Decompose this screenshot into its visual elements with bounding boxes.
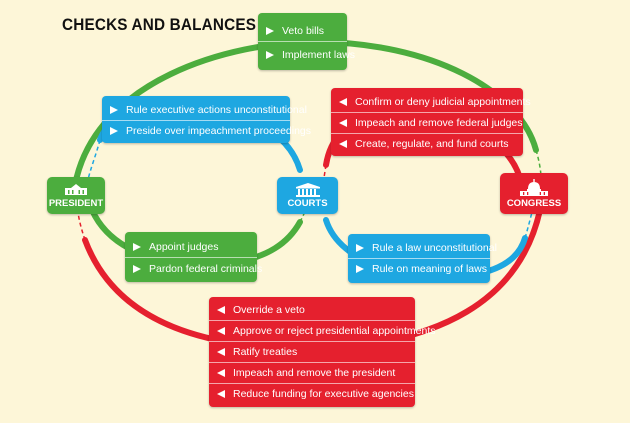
list-item: Appoint judges: [125, 237, 257, 257]
divider: [209, 341, 415, 342]
divider: [331, 112, 523, 113]
arrow-right-icon: [110, 127, 118, 135]
list-item: Create, regulate, and fund courts: [331, 134, 523, 154]
list-item: Impeach and remove federal judges: [331, 113, 523, 133]
arrow-right-icon: [133, 243, 141, 251]
divider: [209, 362, 415, 363]
congress-label: CONGRESS: [506, 198, 562, 209]
capitol-dome-icon: [520, 179, 548, 196]
president-on-congress-box: Veto bills Implement laws: [258, 13, 355, 70]
list-item: Rule executive actions unconstitutional: [102, 100, 307, 120]
diagram-title: CHECKS AND BALANCES: [62, 15, 257, 34]
list-item: Confirm or deny judicial appointments: [331, 92, 531, 112]
arrow-left-icon: [339, 119, 347, 127]
arrow-left-icon: [217, 369, 225, 377]
courts-badge: COURTS: [277, 177, 338, 214]
congress-on-courts-box: Confirm or deny judicial appointments Im…: [331, 88, 531, 156]
supreme-court-icon: [295, 183, 320, 197]
arrow-right-icon: [110, 106, 118, 114]
arrow-left-icon: [217, 390, 225, 398]
arrow-left-icon: [339, 98, 347, 106]
arrow-left-icon: [339, 140, 347, 148]
arrow-right-icon: [356, 265, 364, 273]
divider: [209, 320, 415, 321]
list-item: Reduce funding for executive agencies: [209, 384, 415, 404]
divider: [209, 383, 415, 384]
arrow-right-icon: [133, 265, 141, 273]
list-item: Ratify treaties: [209, 342, 415, 362]
divider: [258, 41, 347, 42]
list-item: Pardon federal criminals: [125, 259, 262, 279]
congress-badge: CONGRESS: [500, 173, 568, 214]
arrow-right-icon: [266, 51, 274, 59]
courts-congress-arc-dashed: [524, 211, 533, 239]
courts-on-congress-box: Rule a law unconstitutional Rule on mean…: [348, 234, 497, 283]
arrow-left-icon: [217, 348, 225, 356]
arrow-right-icon: [266, 27, 274, 35]
divider: [348, 258, 490, 259]
list-item: Approve or reject presidential appointme…: [209, 321, 436, 341]
congress-on-president-box: Override a veto Approve or reject presid…: [209, 297, 436, 407]
list-item: Impeach and remove the president: [209, 363, 415, 383]
list-item: Override a veto: [209, 300, 415, 320]
president-on-courts-box: Appoint judges Pardon federal criminals: [125, 232, 262, 282]
president-label: PRESIDENT: [48, 198, 104, 209]
president-badge: PRESIDENT: [47, 177, 105, 214]
courts-on-president-box: Rule executive actions unconstitutional …: [102, 96, 311, 143]
congress-president-arc-dashed: [77, 209, 86, 241]
list-item: Implement laws: [258, 45, 355, 65]
divider: [102, 120, 290, 121]
courts-label: COURTS: [287, 198, 328, 209]
arrow-right-icon: [356, 244, 364, 252]
list-item: Veto bills: [258, 21, 347, 41]
list-item: Rule a law unconstitutional: [348, 238, 497, 258]
arrow-left-icon: [217, 306, 225, 314]
list-item: Rule on meaning of laws: [348, 259, 490, 279]
divider: [331, 133, 523, 134]
white-house-icon: [65, 184, 87, 195]
list-item: Preside over impeachment proceedings: [102, 121, 311, 141]
divider: [125, 257, 257, 258]
arrow-left-icon: [217, 327, 225, 335]
